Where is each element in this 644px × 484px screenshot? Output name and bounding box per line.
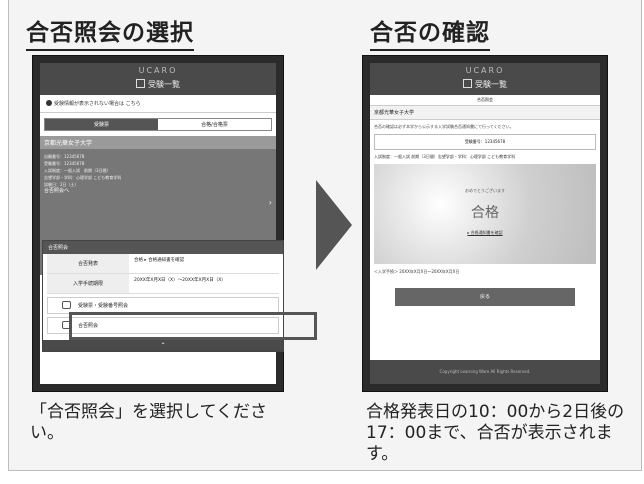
pass-result: 合格 [471, 205, 499, 221]
detail-line: 出願番号：12345678 [44, 154, 85, 159]
row-value: 20XX年X月X日（X）〜20XX年X月X日（X） [134, 278, 226, 283]
selection-highlight [69, 312, 317, 340]
ticket-icon [62, 301, 71, 309]
step-title: 合否照会の選択 [26, 18, 194, 51]
popup-header: 合否照会 [43, 241, 283, 254]
step-caption: 「合否照会」を選択してください。 [30, 402, 267, 443]
pass-letter-link[interactable]: ▸ 合格通知書を確認 [467, 230, 503, 235]
back-button[interactable]: 戻る [395, 288, 575, 306]
result-link[interactable]: 合否照会へ [44, 188, 70, 194]
result-note: 合否の確認は必ず本学から公示する入学試験合否通知書にて行ってください。 [374, 124, 514, 129]
nav-title[interactable]: 受験一覧 [370, 79, 600, 90]
pass-result-panel: おめでとうございます 合格 ▸ 合格通知書を確認 [374, 164, 596, 264]
exam-number: 受験番号：12345678 [374, 134, 596, 150]
alert-icon [46, 100, 52, 106]
tab-exam-ticket[interactable]: 受験票 [45, 119, 158, 130]
step-right: 合否の確認 UCARO 受験一覧 合否照会 京都光華女子大学 合否の確認は必ず本… [340, 0, 640, 470]
app-footer: Copyright Learning Ware All Rights Reser… [370, 360, 600, 384]
app-header: UCARO 受験一覧 [40, 63, 276, 95]
school-name: 京都光華女子大学 [40, 136, 276, 149]
chevron-right-icon[interactable]: › [268, 198, 272, 207]
row-value[interactable]: 合格 ▸ 合格通知書を確認 [134, 258, 185, 263]
arrow-right-icon [316, 180, 352, 270]
detail-line: 試験日：2日（土） [44, 182, 79, 187]
menu-item-label: 合否照会 [78, 323, 99, 329]
collapse-button[interactable]: ⌃ [43, 340, 283, 351]
nav-label: 受験一覧 [475, 80, 507, 89]
row-key: 入学手続期限 [47, 274, 129, 293]
nav-title[interactable]: 受験一覧 [40, 79, 276, 90]
detail-line: 入試制度：一般入試 前期（3日間） [44, 168, 111, 173]
pass-congrats: おめでとうございます [465, 188, 505, 193]
app-logo: UCARO [138, 66, 178, 75]
app-header: UCARO 受験一覧 [370, 63, 600, 95]
tab-bar: 受験票 合格/合格票 [44, 118, 272, 131]
sub-header: 合否照会 [370, 95, 600, 106]
popup-row: 入学手続期限 20XX年X月X日（X）〜20XX年X月X日（X） [47, 274, 279, 294]
detail-line: 志望学部・学科：心理学部 こども教育学科 [44, 175, 122, 180]
enrollment-notes: ＜入学手続＞ 20XX年X月X日〜20XX年X月X日 [374, 269, 460, 274]
step-left: 合否照会の選択 UCARO 受験一覧 受験情報が表示されない場合は こちら 受験… [8, 0, 317, 470]
row-key: 合否発表 [47, 254, 129, 273]
step-title: 合否の確認 [370, 18, 490, 51]
tablet-screenshot: UCARO 受験一覧 合否照会 京都光華女子大学 合否の確認は必ず本学から公示す… [362, 55, 608, 392]
result-popup: 合否照会 合否発表 合格 ▸ 合格通知書を確認 入学手続期限 20XX年X月X日… [42, 240, 284, 352]
exam-info: 入試制度：一般入試 前期（3日間）志望学部・学科：心理学部 こども教育学科 [374, 154, 516, 159]
notice-banner[interactable]: 受験情報が表示されない場合は こちら [40, 95, 276, 113]
detail-line: 受験番号：12345678 [44, 161, 85, 166]
edit-icon [136, 79, 145, 88]
menu-item-label: 受験票・受験番号照会 [78, 303, 129, 309]
notice-text: 受験情報が表示されない場合は こちら [54, 101, 141, 107]
step-caption: 合格発表日の10：00から2日後の17：00まで、合否が表示されます。 [366, 402, 625, 464]
nav-label: 受験一覧 [148, 80, 180, 89]
edit-icon [463, 79, 472, 88]
popup-row: 合否発表 合格 ▸ 合格通知書を確認 [47, 254, 279, 274]
school-name: 京都光華女子大学 [370, 106, 600, 120]
app-logo: UCARO [465, 66, 505, 75]
app-screen: UCARO 受験一覧 合否照会 京都光華女子大学 合否の確認は必ず本学から公示す… [370, 63, 600, 384]
tab-pass[interactable]: 合格/合格票 [201, 122, 228, 128]
